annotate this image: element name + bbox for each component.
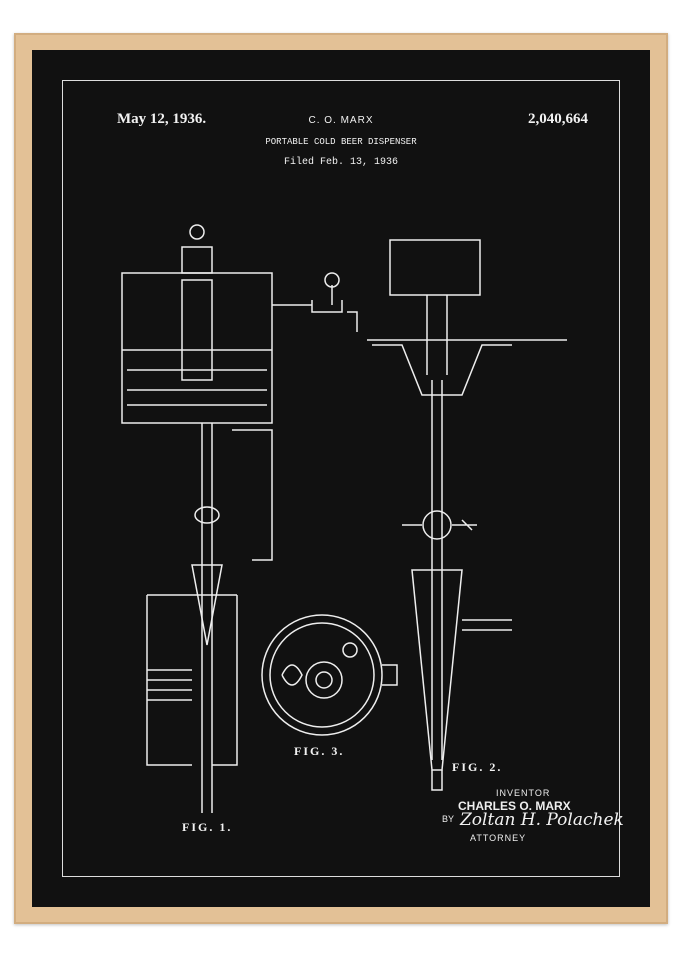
figure-3-drawing: [261, 614, 398, 736]
figure-1-drawing: [121, 224, 358, 813]
patent-number: 2,040,664: [528, 111, 588, 127]
patent-title: PORTABLE COLD BEER DISPENSER: [265, 137, 417, 147]
wooden-frame: May 12, 1936. C. O. MARX 2,040,664 PORTA…: [14, 33, 668, 924]
patent-filed-date: Filed Feb. 13, 1936: [283, 157, 399, 168]
inventor-name: CHARLES O. MARX: [458, 799, 571, 813]
patent-drawing: [121, 224, 567, 813]
patent-poster: May 12, 1936. C. O. MARX 2,040,664 PORTA…: [32, 50, 650, 907]
attorney-label: ATTORNEY: [470, 833, 527, 843]
figure-1-label: FIG. 1.: [182, 820, 233, 834]
inventor-label: INVENTOR: [496, 788, 551, 798]
patent-date: May 12, 1936.: [117, 111, 207, 127]
figure-2-drawing: [367, 239, 567, 791]
figure-2-label: FIG. 2.: [452, 760, 503, 774]
attorney-signature: Zoltan H. Polachek: [460, 810, 624, 830]
poster-border: [62, 80, 620, 877]
by-label: BY: [442, 814, 455, 824]
patent-inventor-header: C. O. MARX: [308, 115, 374, 126]
figure-3-label: FIG. 3.: [294, 744, 345, 758]
